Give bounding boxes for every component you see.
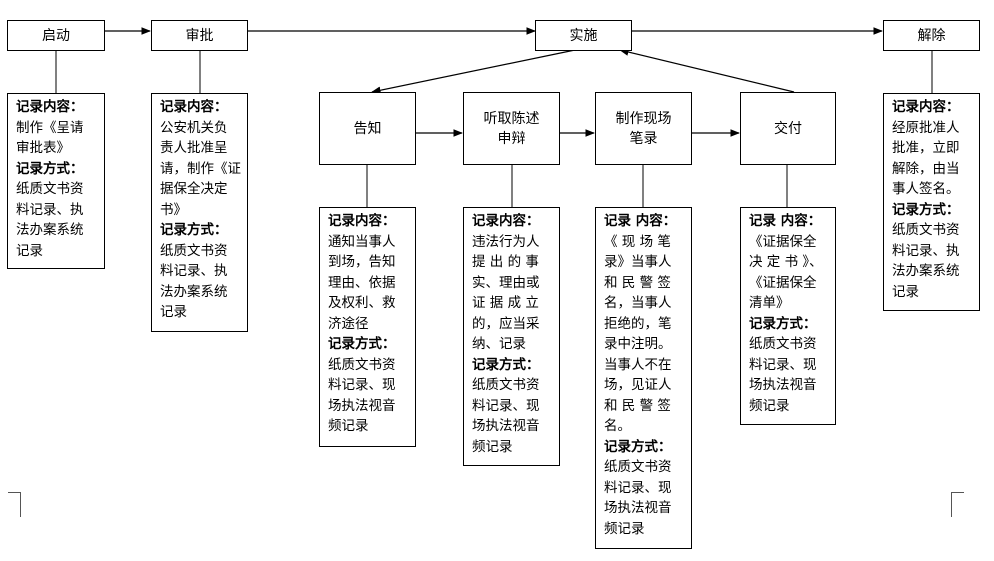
note-heading: 记录 内容： (749, 213, 822, 229)
note-line: 料记录、执 (160, 263, 228, 279)
stage-shishi: 实施 (535, 20, 632, 51)
note-line: 录》当事人 (604, 254, 672, 270)
note-line: 料记录、现 (472, 397, 540, 414)
stage-shenpi: 审批 (151, 20, 248, 51)
note-line: 名，当事人 (604, 295, 672, 311)
note-line: 违法行为人 (472, 233, 540, 250)
stage-jiechu: 解除 (883, 20, 980, 51)
note-line: 审批表》 (16, 140, 70, 156)
note-line: 纸质文书资 (328, 356, 396, 373)
note-line: 批准，立即 (892, 140, 960, 156)
arrow-shishi-to-gaozhi (371, 49, 576, 95)
note-line: 场执法视音 (604, 500, 672, 516)
note-line: 料记录、现 (328, 377, 396, 393)
note-shenpi: 记录内容： 公安机关负责人批准呈请，制作《证据保全决定书》记录方式： 纸质文书资料记… (151, 93, 248, 332)
arrow-jiaofu-to-shishi (619, 48, 795, 93)
note-line: 纸质文书资 (16, 181, 84, 197)
note-heading: 记录方式： (328, 336, 396, 352)
note-zhizuo: 记录 内容： 《 现 场 笔录》当事人和 民 警 签名，当事人拒绝的，笔录中注明。… (595, 207, 692, 549)
note-line: 记录 (892, 283, 919, 300)
note-line: 纸质文书资 (160, 242, 228, 259)
note-line: 纸质文书资 (472, 377, 540, 393)
note-line: 场执法视音 (472, 418, 540, 434)
note-line: 《 现 场 笔 (604, 233, 671, 250)
note-line: 法办案系统 (16, 222, 84, 238)
note-qidong: 记录内容： 制作《呈请审批表》记录方式： 纸质文书资料记录、执法办案系统记录 (7, 93, 105, 269)
note-line: 解除，由当 (892, 160, 960, 177)
note-gaozhi: 记录内容： 通知当事人到场，告知理由、依据及权利、救济途径记录方式： 纸质文书资料记… (319, 207, 416, 447)
note-line: 据保全决定 (160, 181, 228, 197)
note-line: 料记录、现 (604, 479, 672, 496)
note-line: 《证据保全 (749, 233, 817, 250)
note-line: 清单》 (749, 295, 790, 311)
note-line: 理由、依据 (328, 274, 396, 291)
note-line: 提 出 的 事 (472, 254, 539, 270)
note-line: 频记录 (472, 438, 513, 455)
note-heading: 记录内容： (328, 213, 396, 229)
note-line: 频记录 (749, 397, 790, 414)
note-line: 事人签名。 (892, 181, 960, 197)
note-line: 责人批准呈 (160, 140, 228, 156)
note-line: 纸质文书资 (749, 336, 817, 352)
note-line: 济途径 (328, 315, 369, 332)
note-heading: 记录方式： (749, 315, 817, 332)
note-line: 名。 (604, 418, 631, 434)
note-line: 决 定 书 》、 (749, 254, 823, 270)
stage-gaozhi: 告知 (319, 92, 416, 165)
note-line: 记录 (16, 242, 43, 259)
note-line: 制作《呈请 (16, 119, 84, 136)
note-line: 场执法视音 (328, 397, 396, 414)
note-line: 到场，告知 (328, 254, 396, 270)
note-jiechu: 记录内容： 经原批准人批准，立即解除，由当事人签名。记录方式： 纸质文书资料记录、执… (883, 93, 980, 311)
note-line: 的，应当采 (472, 315, 540, 332)
note-line: 纳、记录 (472, 336, 526, 352)
note-line: 及权利、救 (328, 295, 396, 311)
note-line: 书》 (160, 201, 187, 218)
note-line: 法办案系统 (160, 283, 228, 300)
note-line: 实、理由或 (472, 274, 540, 291)
page-corner-mark-left (8, 492, 21, 517)
note-heading: 记录 内容： (604, 213, 677, 229)
note-line: 当事人不在 (604, 356, 672, 373)
note-heading: 记录内容： (160, 99, 228, 115)
note-heading: 记录内容： (892, 99, 960, 115)
note-heading: 记录方式： (16, 160, 84, 177)
note-line: 证 据 成 立 (472, 295, 539, 311)
note-line: 拒绝的，笔 (604, 315, 672, 332)
note-line: 场执法视音 (749, 377, 817, 393)
note-line: 记录 (160, 304, 187, 320)
note-line: 频记录 (328, 418, 369, 434)
stage-jiaofu: 交付 (740, 92, 836, 165)
note-heading: 记录内容： (472, 213, 540, 229)
note-tingqu: 记录内容： 违法行为人提 出 的 事实、理由或证 据 成 立的，应当采纳、记录记录… (463, 207, 560, 466)
note-line: 场，见证人 (604, 377, 672, 393)
note-line: 通知当事人 (328, 233, 396, 250)
page-corner-mark-right (951, 492, 964, 517)
note-line: 公安机关负 (160, 119, 228, 136)
note-line: 经原批准人 (892, 119, 960, 136)
note-line: 《证据保全 (749, 274, 817, 291)
note-line: 料记录、现 (749, 356, 817, 373)
stage-qidong: 启动 (7, 20, 105, 51)
note-line: 和 民 警 签 (604, 397, 671, 414)
note-line: 法办案系统 (892, 263, 960, 279)
note-line: 纸质文书资 (892, 222, 960, 238)
stage-zhizuo: 制作现场 笔录 (595, 92, 692, 165)
note-line: 和 民 警 签 (604, 274, 671, 291)
note-line: 纸质文书资 (604, 459, 672, 475)
note-line: 料记录、执 (16, 201, 84, 218)
note-heading: 记录方式： (892, 201, 960, 218)
note-line: 频记录 (604, 520, 645, 537)
stage-tingqu: 听取陈述 申辩 (463, 92, 560, 165)
note-heading: 记录方式： (472, 356, 540, 373)
note-line: 请，制作《证 (160, 160, 241, 177)
note-heading: 记录方式： (160, 222, 228, 238)
note-heading: 记录内容： (16, 99, 84, 115)
note-line: 录中注明。 (604, 336, 672, 352)
note-heading: 记录方式： (604, 438, 672, 455)
note-jiaofu: 记录 内容：《证据保全决 定 书 》、《证据保全清单》记录方式：纸质文书资料记录… (740, 207, 836, 425)
note-line: 料记录、执 (892, 242, 960, 259)
